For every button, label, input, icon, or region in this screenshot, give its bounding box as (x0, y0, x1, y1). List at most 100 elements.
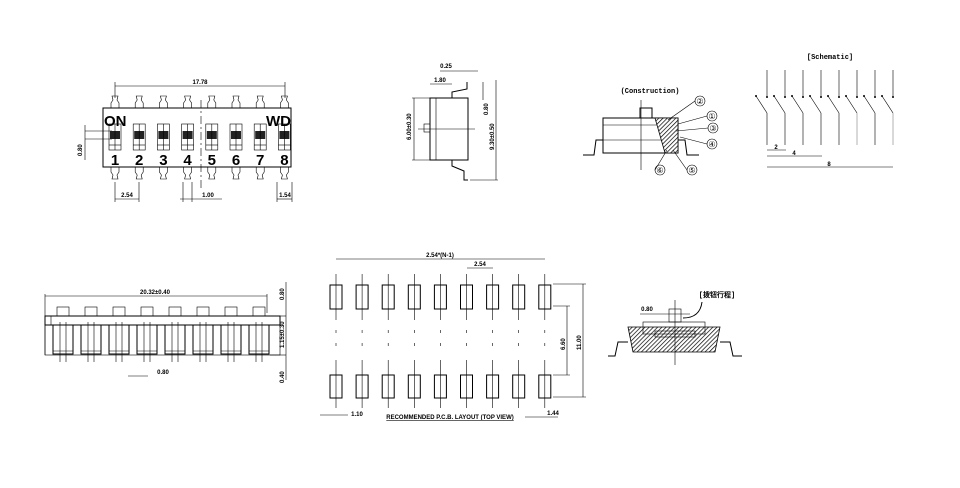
switch-number: 1 (111, 152, 119, 169)
switch-body (102, 107, 292, 168)
side-view: 6.00±0.30 0.25 1.80 0.80 9.30±0.50 (407, 64, 498, 181)
schematic-switch (881, 70, 894, 145)
travel-view: [拨钮行程] 0.80 (608, 290, 742, 365)
switch-2: 2 (132, 95, 146, 180)
edge-dim: 1.54 (279, 193, 291, 199)
outer-dim: 11.00 (577, 335, 583, 350)
svg-text:④: ④ (708, 140, 715, 149)
front-lead (164, 306, 186, 362)
svg-text:③: ③ (709, 124, 716, 133)
pad (329, 374, 343, 399)
pcb-layout: 2.54*(N-1) 2.54 6.60 11.00 1.10 1.44 REC… (320, 253, 586, 421)
overall-dim: 9.30±0.50 (490, 123, 496, 150)
front-view: 20.32±0.40 0.80 1.15±0.30 0.40 0.80 (44, 282, 287, 383)
length-dim: 20.32±0.40 (140, 290, 171, 296)
pcb-pad-column (433, 274, 447, 408)
body-dim: 6.00±0.30 (407, 113, 413, 140)
pad (407, 374, 421, 399)
width-dim: 17.78 (192, 80, 208, 86)
pad (512, 374, 526, 399)
schematic-dim-4: 4 (792, 151, 796, 157)
front-lead (248, 306, 270, 362)
pad (381, 284, 395, 310)
pad (538, 284, 552, 310)
lead-dim: 0.25 (440, 64, 452, 70)
pad (433, 284, 447, 310)
pcb-pad-column (381, 274, 395, 408)
schematic-switch (755, 70, 768, 145)
switch-3: 3 (157, 95, 170, 180)
front-lead (192, 306, 214, 362)
front-lead (52, 306, 74, 362)
svg-text:①: ① (708, 112, 715, 121)
offset-dim: 1.80 (434, 78, 446, 84)
schematic-view: [Schematic] 2 4 8 (755, 54, 894, 168)
switch-number: 8 (280, 152, 288, 169)
lead-width-dim: 0.80 (157, 370, 169, 376)
pcb-pad-column (486, 274, 500, 408)
switch-8: 8 (278, 95, 291, 180)
schematic-switch (809, 70, 822, 145)
pad (460, 374, 473, 399)
front-lead (220, 306, 242, 362)
foot-dim: 0.80 (484, 103, 490, 115)
pad (460, 284, 473, 310)
pad (407, 284, 421, 310)
switch-6: 6 (229, 95, 243, 180)
construction-title: (Construction) (621, 88, 680, 96)
switch-number: 4 (183, 152, 192, 169)
switch-1: 1 (108, 95, 122, 180)
switch-7: 7 (253, 95, 267, 180)
callout-4: ④ (679, 136, 718, 150)
schematic-title: [Schematic] (807, 54, 853, 62)
callout-3: ③ (675, 122, 719, 134)
front-lead (80, 306, 102, 362)
callout-6: ⑥ (654, 149, 668, 176)
pad-length-dim: 1.44 (547, 411, 559, 417)
switch-number: 2 (135, 152, 143, 169)
schematic-switch (791, 70, 804, 145)
switch-number: 7 (256, 152, 264, 169)
pcb-pad-column (355, 274, 369, 408)
svg-text:⑥: ⑥ (656, 166, 663, 175)
schematic-switch (773, 70, 786, 145)
callout-1: ① (677, 110, 718, 125)
pad (433, 374, 447, 399)
pad (355, 284, 369, 310)
brand-label: WD (266, 113, 291, 130)
pad (355, 374, 369, 399)
inner-dim: 6.60 (561, 338, 567, 350)
switch-number: 3 (159, 152, 167, 169)
pad (512, 284, 526, 310)
top-dim: 0.80 (280, 288, 286, 300)
construction-view: (Construction) ①②③ ④ ⑤ ⑥ (583, 88, 719, 176)
callout-2: ② (667, 95, 706, 121)
switch-number: 6 (232, 152, 240, 169)
pcb-caption: RECOMMENDED P.C.B. LAYOUT (TOP VIEW) (386, 415, 513, 421)
bottom-dim: 0.40 (280, 371, 286, 383)
slot-dim: 1.00 (202, 193, 214, 199)
travel-title: [拨钮行程] (699, 290, 735, 300)
switch-5: 5 (205, 95, 219, 180)
schematic-dim-2: 2 (774, 145, 778, 151)
height-dim-front: 1.15±0.30 (280, 321, 286, 348)
schematic-switch (845, 70, 858, 145)
svg-text:⑤: ⑤ (688, 166, 695, 175)
pad (486, 284, 500, 310)
pad (486, 374, 500, 399)
callout-5: ⑤ (672, 149, 698, 176)
switch-4: 4 (181, 95, 194, 180)
switch-number: 5 (208, 152, 216, 169)
front-lead (108, 306, 130, 362)
pcb-pad-column (538, 274, 552, 408)
pcb-pitch-dim: 2.54 (474, 262, 486, 268)
front-lead (136, 306, 158, 362)
schematic-dim-8: 8 (827, 162, 831, 168)
schematic-switch (827, 70, 840, 145)
pcb-pad-column (512, 274, 526, 408)
pad-width-dim: 1.10 (351, 412, 363, 418)
front-body-top (44, 315, 281, 326)
span-dim: 2.54*(N-1) (426, 253, 454, 259)
